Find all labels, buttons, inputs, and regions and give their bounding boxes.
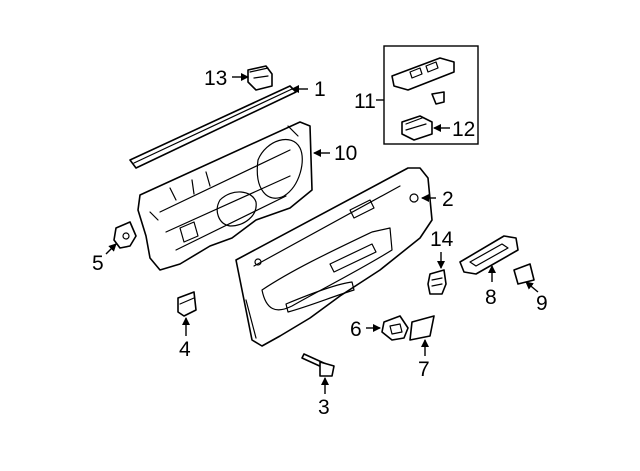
callout-5: 5 <box>92 252 104 275</box>
callout-labels: 1 2 3 4 5 6 7 8 9 10 11 12 13 14 <box>92 67 548 419</box>
part-switch-12 <box>401 115 433 141</box>
part-clip-small <box>431 91 445 105</box>
callout-1: 1 <box>314 78 326 101</box>
callout-8: 8 <box>485 286 497 309</box>
part-fastener-14 <box>427 269 447 295</box>
part-inner-panel-10 <box>137 121 313 271</box>
leader-9 <box>525 281 539 293</box>
leader-5 <box>105 243 117 255</box>
switch-kit-box <box>383 45 479 145</box>
callout-7: 7 <box>418 358 430 381</box>
callout-2: 2 <box>442 188 454 211</box>
callout-10: 10 <box>334 142 357 165</box>
part-handle-8 <box>459 235 519 275</box>
part-pad-9 <box>513 263 535 285</box>
callout-12: 12 <box>452 118 475 141</box>
callout-9: 9 <box>536 292 548 315</box>
part-pad-7 <box>409 315 435 341</box>
callout-3: 3 <box>318 396 330 419</box>
part-clip-13 <box>247 65 273 91</box>
callout-4: 4 <box>179 338 191 361</box>
callout-11: 11 <box>354 90 376 113</box>
part-bracket-4 <box>177 291 197 317</box>
leader-lines <box>105 73 539 394</box>
callout-13: 13 <box>204 67 227 90</box>
callout-6: 6 <box>350 318 362 341</box>
part-clip-5 <box>113 221 137 249</box>
callout-14: 14 <box>430 228 454 251</box>
part-bezel-6 <box>381 315 409 341</box>
part-screw-3 <box>301 353 335 377</box>
part-switch-bezel-11 <box>391 57 455 91</box>
part-trim-panel-2 <box>235 167 433 347</box>
